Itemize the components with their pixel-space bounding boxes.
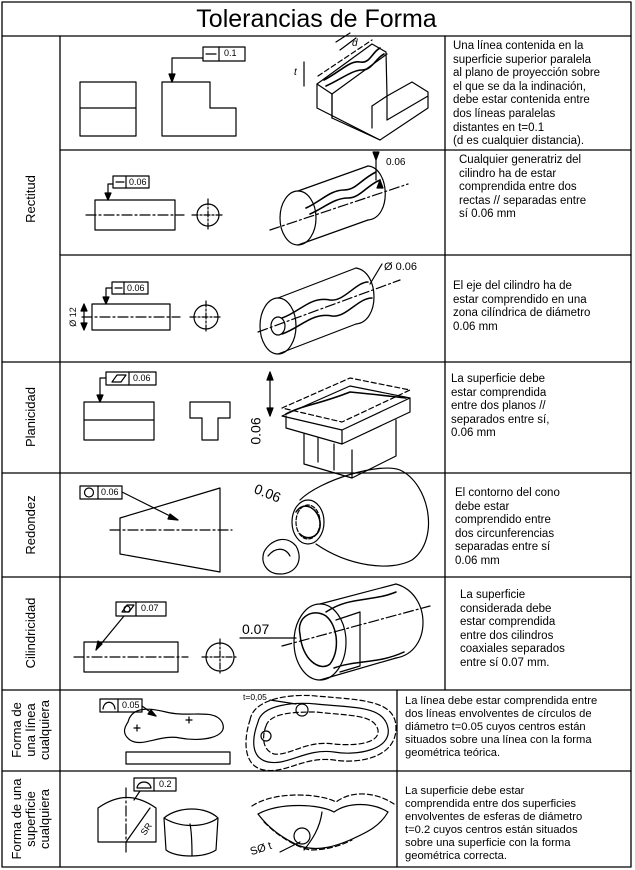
fcf-cilindricidad <box>115 601 167 617</box>
redondez-views <box>79 485 233 573</box>
fcf-value-planicidad: 0.06 <box>133 373 151 383</box>
dim-t: t <box>294 67 297 78</box>
cilindricidad-views <box>73 601 239 676</box>
fcf-value-rectitud-2: 0.06 <box>129 177 147 187</box>
rectitud-3-isometric <box>257 263 401 355</box>
group-label-cilindricidad: Cilindricidad <box>23 597 38 669</box>
fcf-rectitud-2 <box>112 175 150 189</box>
rectitud-3-views <box>80 281 223 334</box>
page-title: Tolerancias de Forma <box>196 5 437 33</box>
fcf-value-rectitud-3: 0.06 <box>127 283 145 293</box>
description-cilindricidad: La superficie considerada debe estar com… <box>460 589 565 669</box>
fcf-rectitud-1 <box>202 46 246 62</box>
redondez-isometric <box>262 467 430 575</box>
fcf-value-redondez: 0.06 <box>101 487 119 497</box>
group-label-planicidad: Planicidad <box>23 387 38 447</box>
forma-superficie-views <box>97 777 219 857</box>
fcf-forma-superficie <box>133 777 177 792</box>
forma-linea-isometric <box>245 694 397 772</box>
forma-superficie-isometric <box>251 793 395 853</box>
dim-rectitud-3-diameter: Ø 0.06 <box>384 261 418 273</box>
fcf-value-forma-linea: 0.05 <box>122 700 140 710</box>
group-label-rectitud: Rectitud <box>23 175 38 223</box>
fcf-rectitud-3 <box>111 281 149 295</box>
rectitud-2-views <box>85 175 225 232</box>
fcf-value-cilindricidad: 0.07 <box>141 603 159 613</box>
description-forma-superficie: La superficie debe estar comprendida ent… <box>405 785 583 862</box>
dim-rectitud-3-size: Ø 12 <box>67 307 78 327</box>
group-label-forma-linea: Forma de una línea cualquiera <box>9 700 52 760</box>
dim-forma-linea: t=0,05 <box>243 692 267 702</box>
planicidad-isometric <box>266 371 411 479</box>
fcf-planicidad <box>105 371 157 386</box>
dim-cilindricidad: 0.07 <box>242 621 270 637</box>
description-rectitud-1: Una línea contenida en la superficie sup… <box>453 40 601 148</box>
dim-rectitud-2: 0.06 <box>386 157 406 168</box>
description-planicidad: La superficie debe estar comprendida ent… <box>451 373 550 440</box>
description-rectitud-2: Cualquier generatriz del cilindro ha de … <box>459 154 587 221</box>
rectitud-1-isometric <box>303 32 429 141</box>
description-rectitud-3: El eje del cilindro ha de estar comprend… <box>453 280 591 333</box>
description-redondez: El contorno del cono debe estar comprend… <box>455 487 560 567</box>
fcf-value-forma-superficie: 0.2 <box>159 779 172 789</box>
dim-planicidad: 0.06 <box>247 417 264 445</box>
rectitud-1-views <box>79 46 246 137</box>
group-label-forma-superficie: Forma de una superficie cualquiera <box>9 778 52 860</box>
forma-linea-views <box>99 698 231 765</box>
description-forma-linea: La línea debe estar comprendida entre do… <box>405 695 598 759</box>
dim-d: d <box>352 38 358 49</box>
planicidad-views <box>83 371 231 441</box>
group-label-redondez: Redondez <box>23 495 38 555</box>
cilindricidad-isometric <box>239 583 431 681</box>
fcf-value-rectitud-1: 0.1 <box>224 48 237 58</box>
rectitud-2-isometric <box>269 151 409 246</box>
